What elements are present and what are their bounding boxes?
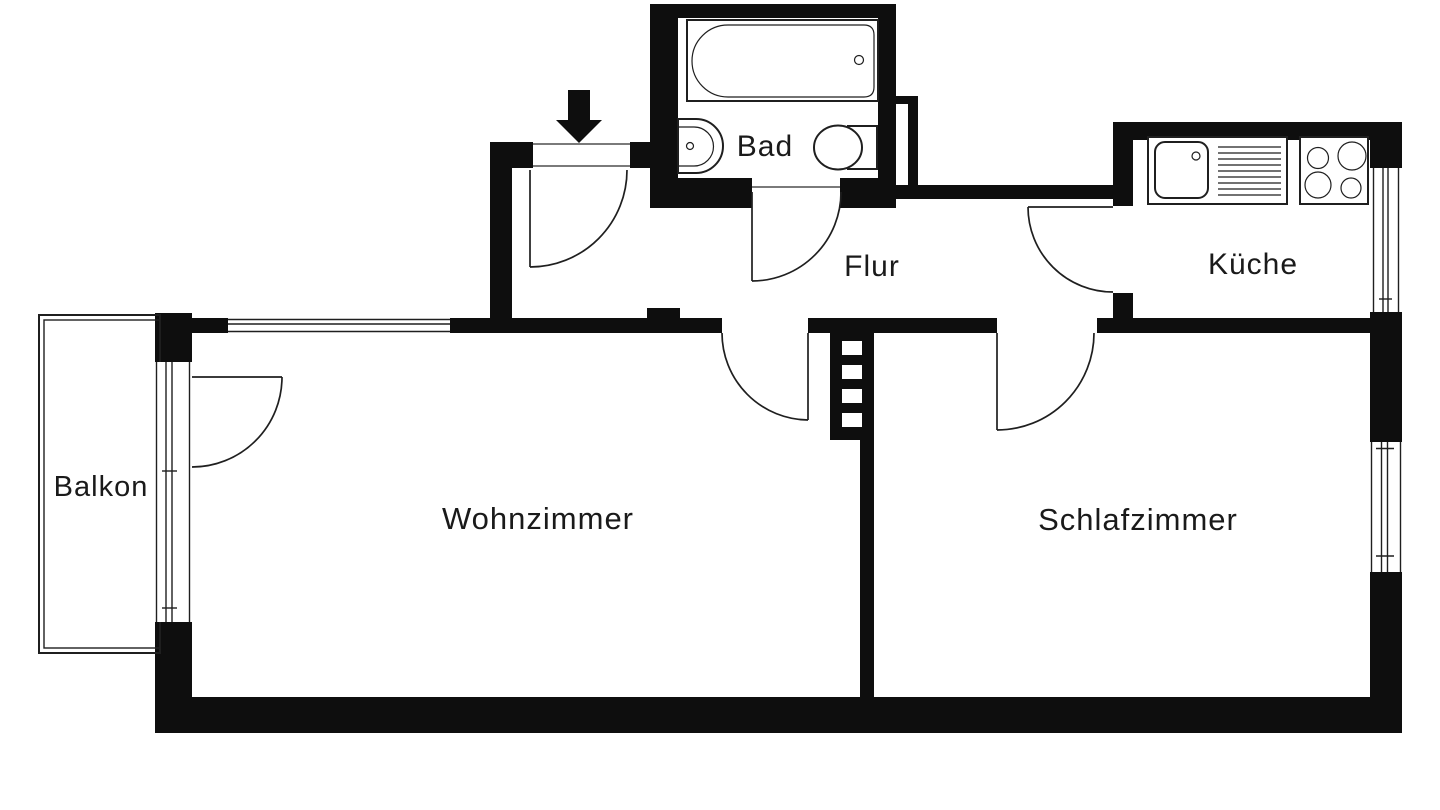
wall-segment [192,318,228,333]
wall-segment [840,178,896,208]
stove-icon [1299,136,1369,205]
bathtub-icon [686,19,879,102]
wall-segment [878,4,896,208]
wall-segment [1097,318,1370,333]
door-livingroom [721,332,809,421]
windows [155,168,1402,622]
walls [155,4,1402,733]
wall-segment [630,142,656,168]
window-balcony-door [155,362,192,622]
wall-segment [650,4,896,18]
door-entrance [529,169,628,268]
room-label-flur: Flur [844,250,900,283]
door-bedroom [996,332,1095,431]
room-labels: Bad Flur Küche Balkon Wohnzimmer Schlafz… [54,130,1298,537]
wall-segment [155,313,192,362]
kitchen-counter [1147,136,1288,205]
door-bathroom [751,191,842,282]
wall-segment [896,185,1133,199]
wall-segment [650,4,678,208]
doors [191,169,1114,468]
room-label-schlafzimmer: Schlafzimmer [1038,502,1238,537]
kitchen-sink-icon [1154,141,1209,199]
room-label-wohnzimmer: Wohnzimmer [442,501,634,536]
window-livingroom-top [228,318,450,333]
room-label-bad: Bad [737,130,793,163]
washbasin-icon [677,118,724,174]
wall-segment [860,437,874,697]
wall-segment [1113,122,1402,140]
wall-segment [808,318,997,333]
door-openings [533,143,840,188]
window-kitchen [1372,168,1400,312]
toilet-icon [813,124,878,171]
room-label-kueche: Küche [1208,248,1298,281]
wall-segment [647,308,680,318]
wall-segment [490,142,512,333]
wall-segment [450,318,722,333]
installation-shaft-icon [830,333,874,440]
window-bedroom [1370,442,1402,572]
door-balcony [191,376,283,468]
drainboard-icon [1218,146,1281,196]
room-label-balkon: Balkon [54,471,149,503]
door-kitchen [1027,206,1114,293]
entrance-arrow-icon [556,90,602,143]
wall-segment [1113,122,1133,206]
wall-segment [908,96,918,190]
wall-segment [1370,140,1402,168]
wall-segment [896,96,918,104]
wall-segment [1370,312,1402,442]
wall-segment [650,178,752,208]
wall-segment [155,697,1402,733]
